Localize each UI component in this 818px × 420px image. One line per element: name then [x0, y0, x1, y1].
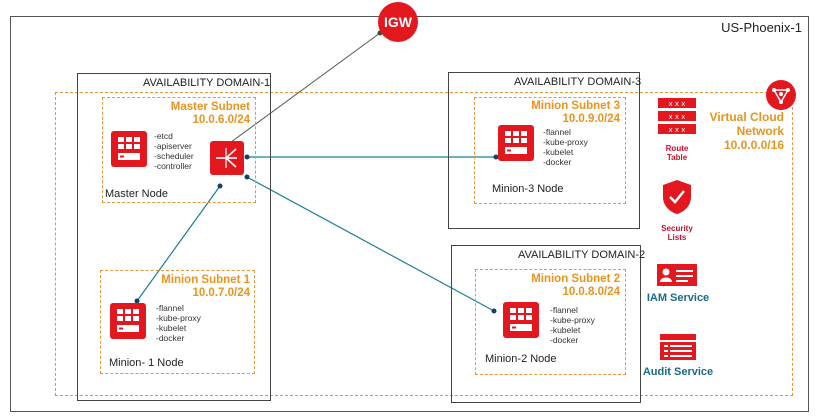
- ad2-label: AVAILABILITY DOMAIN-2: [518, 249, 646, 261]
- security-lists-label: Security Lists: [661, 224, 693, 242]
- master-svc-4: -controller: [154, 161, 192, 171]
- minion1-subnet-cidr: 10.0.7.0/24: [192, 287, 250, 299]
- minion3-services: -flannel -kube-proxy -kubelet -docker: [543, 127, 588, 167]
- minion1-svc-4: -docker: [156, 333, 185, 343]
- master-svc-3: -scheduler: [154, 151, 194, 161]
- svg-text:x x x: x x x: [669, 113, 686, 121]
- igw-icon: IGW: [378, 2, 418, 42]
- minion3-server-icon: [498, 125, 534, 161]
- minion1-svc-3: -kubelet: [156, 323, 187, 333]
- master-services: -etcd -apiserver -scheduler -controller: [154, 131, 194, 171]
- ad1-label: AVAILABILITY DOMAIN-1: [143, 77, 271, 89]
- route-table-label: Route Table: [665, 144, 689, 162]
- route-table-icon: x x x x x x x x x: [658, 98, 696, 136]
- load-balancer-icon: [210, 141, 244, 175]
- link-minion2-dot-b: [491, 308, 497, 314]
- vcn-icon: [766, 80, 796, 110]
- link-minion1-dot-b: [134, 298, 140, 304]
- minion1-node-label: Minion- 1 Node: [109, 357, 184, 369]
- availability-domain-1: [77, 73, 271, 401]
- minion3-node-label: Minion-3 Node: [492, 183, 564, 195]
- link-minion1-dot-a: [217, 183, 223, 189]
- minion-subnet-1: [100, 270, 255, 374]
- availability-domain-2: [451, 245, 641, 403]
- minion2-subnet-name: Minion Subnet 2: [531, 273, 620, 285]
- iam-label: IAM Service: [646, 292, 710, 304]
- minion2-services: -flannel -kube-proxy -kubelet -docker: [550, 305, 595, 345]
- master-subnet-name: Master Subnet: [170, 101, 250, 113]
- igw-label: IGW: [384, 14, 412, 30]
- svg-text:x x x: x x x: [669, 100, 686, 108]
- link-minion1: [136, 185, 221, 302]
- master-subnet: [102, 97, 256, 203]
- link-minion2-dot-a: [244, 174, 250, 180]
- minion2-node-label: Minion-2 Node: [485, 353, 557, 365]
- minion1-server-icon: [110, 303, 146, 339]
- minion-subnet-3: [474, 97, 626, 204]
- minion-subnet-2: [475, 269, 626, 375]
- minion3-subnet-title: Minion Subnet 3 10.0.9.0/24: [508, 100, 620, 126]
- region-label: US-Phoenix-1: [721, 20, 802, 35]
- minion1-svc-1: -flannel: [156, 303, 184, 313]
- minion2-svc-3: -kubelet: [550, 325, 581, 335]
- minion2-subnet-title: Minion Subnet 2 10.0.8.0/24: [508, 273, 620, 299]
- minion2-svc-2: -kube-proxy: [550, 315, 595, 325]
- minion2-svc-4: -docker: [550, 335, 579, 345]
- link-minion3-dot-b: [493, 154, 499, 160]
- link-minion2: [246, 176, 495, 312]
- minion1-subnet-title: Minion Subnet 1 10.0.7.0/24: [140, 274, 250, 300]
- minion1-svc-2: -kube-proxy: [156, 313, 201, 323]
- audit-icon: [660, 334, 696, 360]
- svg-text:x x x: x x x: [669, 126, 686, 134]
- minion2-svc-1: -flannel: [550, 305, 578, 315]
- minion3-svc-3: -kubelet: [543, 147, 574, 157]
- link-minion3-dot-a: [244, 154, 250, 160]
- audit-label: Audit Service: [642, 366, 714, 378]
- minion3-subnet-name: Minion Subnet 3: [531, 100, 620, 112]
- minion3-svc-4: -docker: [543, 157, 572, 167]
- master-subnet-cidr: 10.0.6.0/24: [192, 114, 250, 126]
- vcn-box: [55, 92, 793, 396]
- vcn-cidr: 10.0.0.0/16: [723, 138, 784, 152]
- ad3-label: AVAILABILITY DOMAIN-3: [514, 76, 642, 88]
- iam-icon: [657, 264, 697, 286]
- master-svc-1: -etcd: [154, 131, 173, 141]
- minion3-subnet-cidr: 10.0.9.0/24: [562, 113, 620, 125]
- master-svc-2: -apiserver: [154, 141, 192, 151]
- availability-domain-3: [448, 72, 640, 229]
- minion2-subnet-cidr: 10.0.8.0/24: [562, 286, 620, 298]
- igw-link: [226, 32, 381, 146]
- vcn-name: Virtual Cloud Network: [709, 110, 784, 138]
- shield-icon: [661, 179, 693, 215]
- minion2-server-icon: [503, 302, 539, 338]
- minion3-svc-2: -kube-proxy: [543, 137, 588, 147]
- minion1-subnet-name: Minion Subnet 1: [161, 274, 250, 286]
- vcn-label: Virtual Cloud Network 10.0.0.0/16: [676, 110, 784, 152]
- master-subnet-title: Master Subnet 10.0.6.0/24: [140, 101, 250, 127]
- master-node-label: Master Node: [105, 188, 168, 200]
- minion1-services: -flannel -kube-proxy -kubelet -docker: [156, 303, 201, 343]
- master-server-icon: [111, 131, 147, 167]
- minion3-svc-1: -flannel: [543, 127, 571, 137]
